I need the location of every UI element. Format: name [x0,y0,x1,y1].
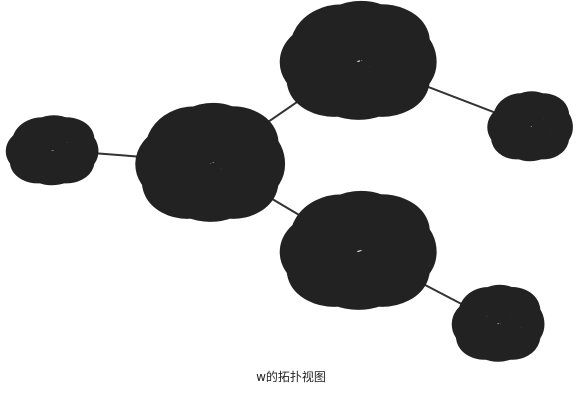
node-label-C: C [354,243,362,257]
diagram-caption: w的拓扑视图 [256,370,326,384]
cloud-node-B: B [315,28,402,93]
cloud-node-A: A [169,130,252,195]
cloud-node-w: w [27,131,78,169]
node-label-B: B [354,53,362,67]
cloud-node-y: y [473,302,524,344]
node-label-y: y [494,316,501,330]
node-label-x: x [526,119,533,133]
cloud-node-x: x [507,107,554,145]
node-label-w: w [47,143,57,157]
cloud-node-C: C [315,218,402,283]
node-label-A: A [206,155,215,169]
nodes: w A B C x y [27,28,554,344]
